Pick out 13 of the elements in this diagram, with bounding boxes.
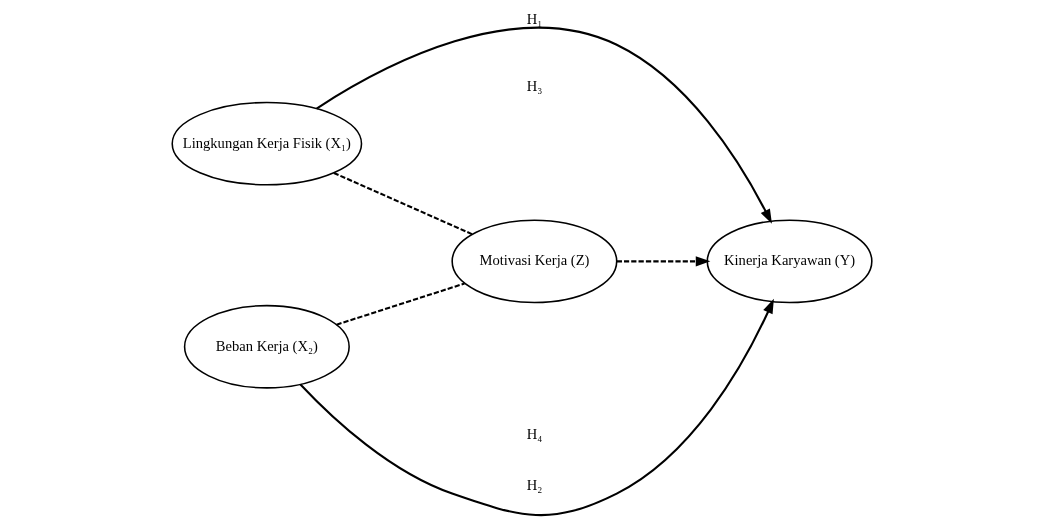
arrow [299,298,774,516]
connector [333,171,473,236]
label: H₄ [526,426,543,443]
edge-label: H₂ [526,476,543,493]
connector [336,282,465,326]
arrow [616,256,711,267]
node-ellipse: Kinerja Karyawan (Y) [706,219,873,304]
node-ellipse: Beban Kerja (X₂) [183,304,350,389]
arrow [316,26,772,224]
label: H₃ [526,78,543,95]
node-ellipse: Lingkungan Kerja Fisik (X₁) [171,101,363,186]
edge-label: H₁ [526,11,543,28]
node-ellipse: Motivasi Kerja (Z) [451,219,618,304]
